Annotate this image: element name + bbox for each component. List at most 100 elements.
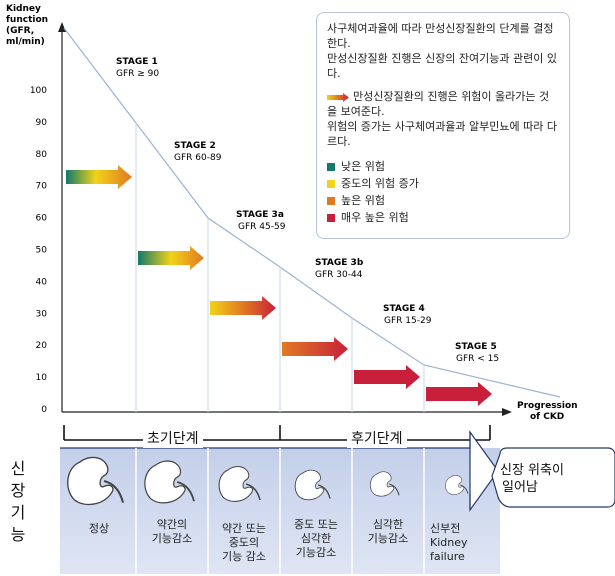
legend-swatch-high [327,196,335,205]
stage-range: GFR 15-29 [384,316,432,326]
stage-range: GFR 60-89 [174,153,222,163]
kidney-icon [218,466,261,502]
kidney-state-line: 중도 또는 [294,518,338,531]
stage-name: STAGE 4 [383,304,425,314]
side-label-char: 능 [10,525,26,544]
y-tick-label: 100 [30,86,47,96]
stage-dividers [135,123,425,412]
y-tick-label: 40 [36,277,48,287]
kidney-state-label: 중도 또는 심각한 기능감소 [280,518,352,560]
stage-range: GFR < 15 [456,354,499,364]
legend-risk-1-text: 만성신장질환의 진행은 위험이 올라가는 것을 보여준다. [327,90,550,118]
legend-swatch-low [327,162,335,171]
y-axis-label-line: Kidney [6,4,41,14]
legend-item-label: 낮은 위험 [341,160,385,173]
kidney-state-line: 심각한 [372,518,404,531]
y-axis-label: Kidney function (GFR, ml/min) [6,4,48,47]
kidney-state-label: 정상 [62,522,136,536]
y-axis-label-line: (GFR, [6,26,34,36]
kidney-state-line: failure [430,550,465,563]
x-axis-label-line: Progression [517,401,578,411]
legend-swatch-very-high [327,213,335,222]
kidney-state-line: 약간의 [156,518,188,531]
panel-separators [135,448,425,576]
callout-text: 신장 위축이 일어남 [500,462,615,496]
kidney-state-line: 기능 감소 [222,550,266,563]
kidney-state-line: Kidney [430,536,468,549]
legend-risk-1: 만성신장질환의 진행은 위험이 올라가는 것을 보여준다. [327,89,559,119]
legend-item-label: 매우 높은 위험 [341,211,409,224]
phase-late-label: 후기단계 [347,428,407,448]
y-axis-arrowhead [58,22,66,32]
x-axis-arrowhead [502,408,512,416]
kidney-state-line: 정상 [88,522,110,535]
kidney-function-arrowhead [469,430,499,512]
kidney-state-line: 기능감소 [367,532,409,545]
stage-name: STAGE 5 [455,342,497,352]
legend-item-low: 낮은 위험 [327,159,559,174]
kidney-state-line: 기능감소 [295,546,337,559]
kidney-state-label: 약간의 기능감소 [136,518,208,546]
side-label-char: 신 [10,459,26,478]
y-tick-label: 80 [36,150,48,160]
kidney-icon [445,475,469,495]
kidney-state-label: 심각한 기능감소 [352,518,424,546]
kidney-icon [370,471,400,497]
y-axis-label-line: ml/min) [6,37,45,47]
kidney-icons [67,456,469,506]
y-tick-label: 50 [36,246,48,256]
side-label-char: 기 [10,503,26,522]
phase-early-label: 초기단계 [143,428,203,448]
kidney-state-line: 중도의 [228,536,260,549]
kidney-state-label: 약간 또는 중도의 기능 감소 [208,522,280,564]
legend-item-high: 높은 위험 [327,193,559,208]
stage-name: STAGE 1 [116,57,158,67]
risk-arrow-stage4 [354,365,420,389]
kidney-icon [67,456,124,506]
y-tick-label: 70 [36,182,48,192]
stage-name: STAGE 2 [174,141,216,151]
stage-name: STAGE 3a [236,210,284,220]
stage-labels: STAGE 1 GFR ≥ 90 STAGE 2 GFR 60-89 STAGE… [116,57,499,364]
stage-name: STAGE 3b [315,258,364,268]
y-tick-label: 90 [36,118,48,128]
legend-risk-2: 위험의 증가는 사구체여과율과 알부민뇨에 따라 다르다. [327,120,558,148]
y-tick-label: 0 [41,405,47,415]
legend-item-label: 중도의 위험 증가 [341,177,419,190]
callout-line: 신장 위축이 [500,463,564,478]
stage-range: GFR 45-59 [238,222,286,232]
stage-range: GFR ≥ 90 [116,69,159,79]
legend-box: 사구체여과율에 따라 만성신장질환의 단계를 결정한다. 만성신장질환 진행은 … [316,12,570,239]
risk-arrow-stage2 [138,246,204,270]
legend-item-very-high: 매우 높은 위험 [327,210,559,225]
arrow-outline [60,432,471,449]
risk-arrow-icon [327,92,349,102]
legend-intro-1: 사구체여과율에 따라 만성신장질환의 단계를 결정한다. [327,22,554,50]
legend-item-label: 높은 위험 [341,194,385,207]
legend-item-moderate: 중도의 위험 증가 [327,176,559,191]
y-axis-label-line: function [6,15,48,25]
kidney-state-line: 기능감소 [151,532,193,545]
kidney-state-line: 약간 또는 [222,522,266,535]
risk-arrow-stage3a [210,296,276,320]
callout-line: 일어남 [502,480,538,495]
kidney-icon [294,469,331,501]
kidney-icon [144,460,195,504]
legend-swatch-moderate [327,179,335,188]
x-axis-label-line: of CKD [530,412,564,422]
y-tick-label: 20 [36,341,48,351]
y-tick-label: 60 [36,214,48,224]
legend-intro-2: 만성신장질환 진행은 신장의 잔여기능과 관련이 있다. [327,52,558,80]
side-label-char: 장 [10,481,26,500]
y-tick-label: 30 [36,309,48,319]
kidney-function-side-label: 신 장 기 능 [8,458,28,546]
risk-arrow-stage3b [282,337,348,361]
kidney-state-line: 심각한 [300,532,332,545]
risk-arrows [66,165,492,406]
risk-arrow-stage1 [66,165,132,189]
kidney-state-label: 신부전 Kidney failure [424,522,490,564]
kidney-state-line: 신부전 [430,522,461,535]
stage-range: GFR 30-44 [315,270,363,280]
